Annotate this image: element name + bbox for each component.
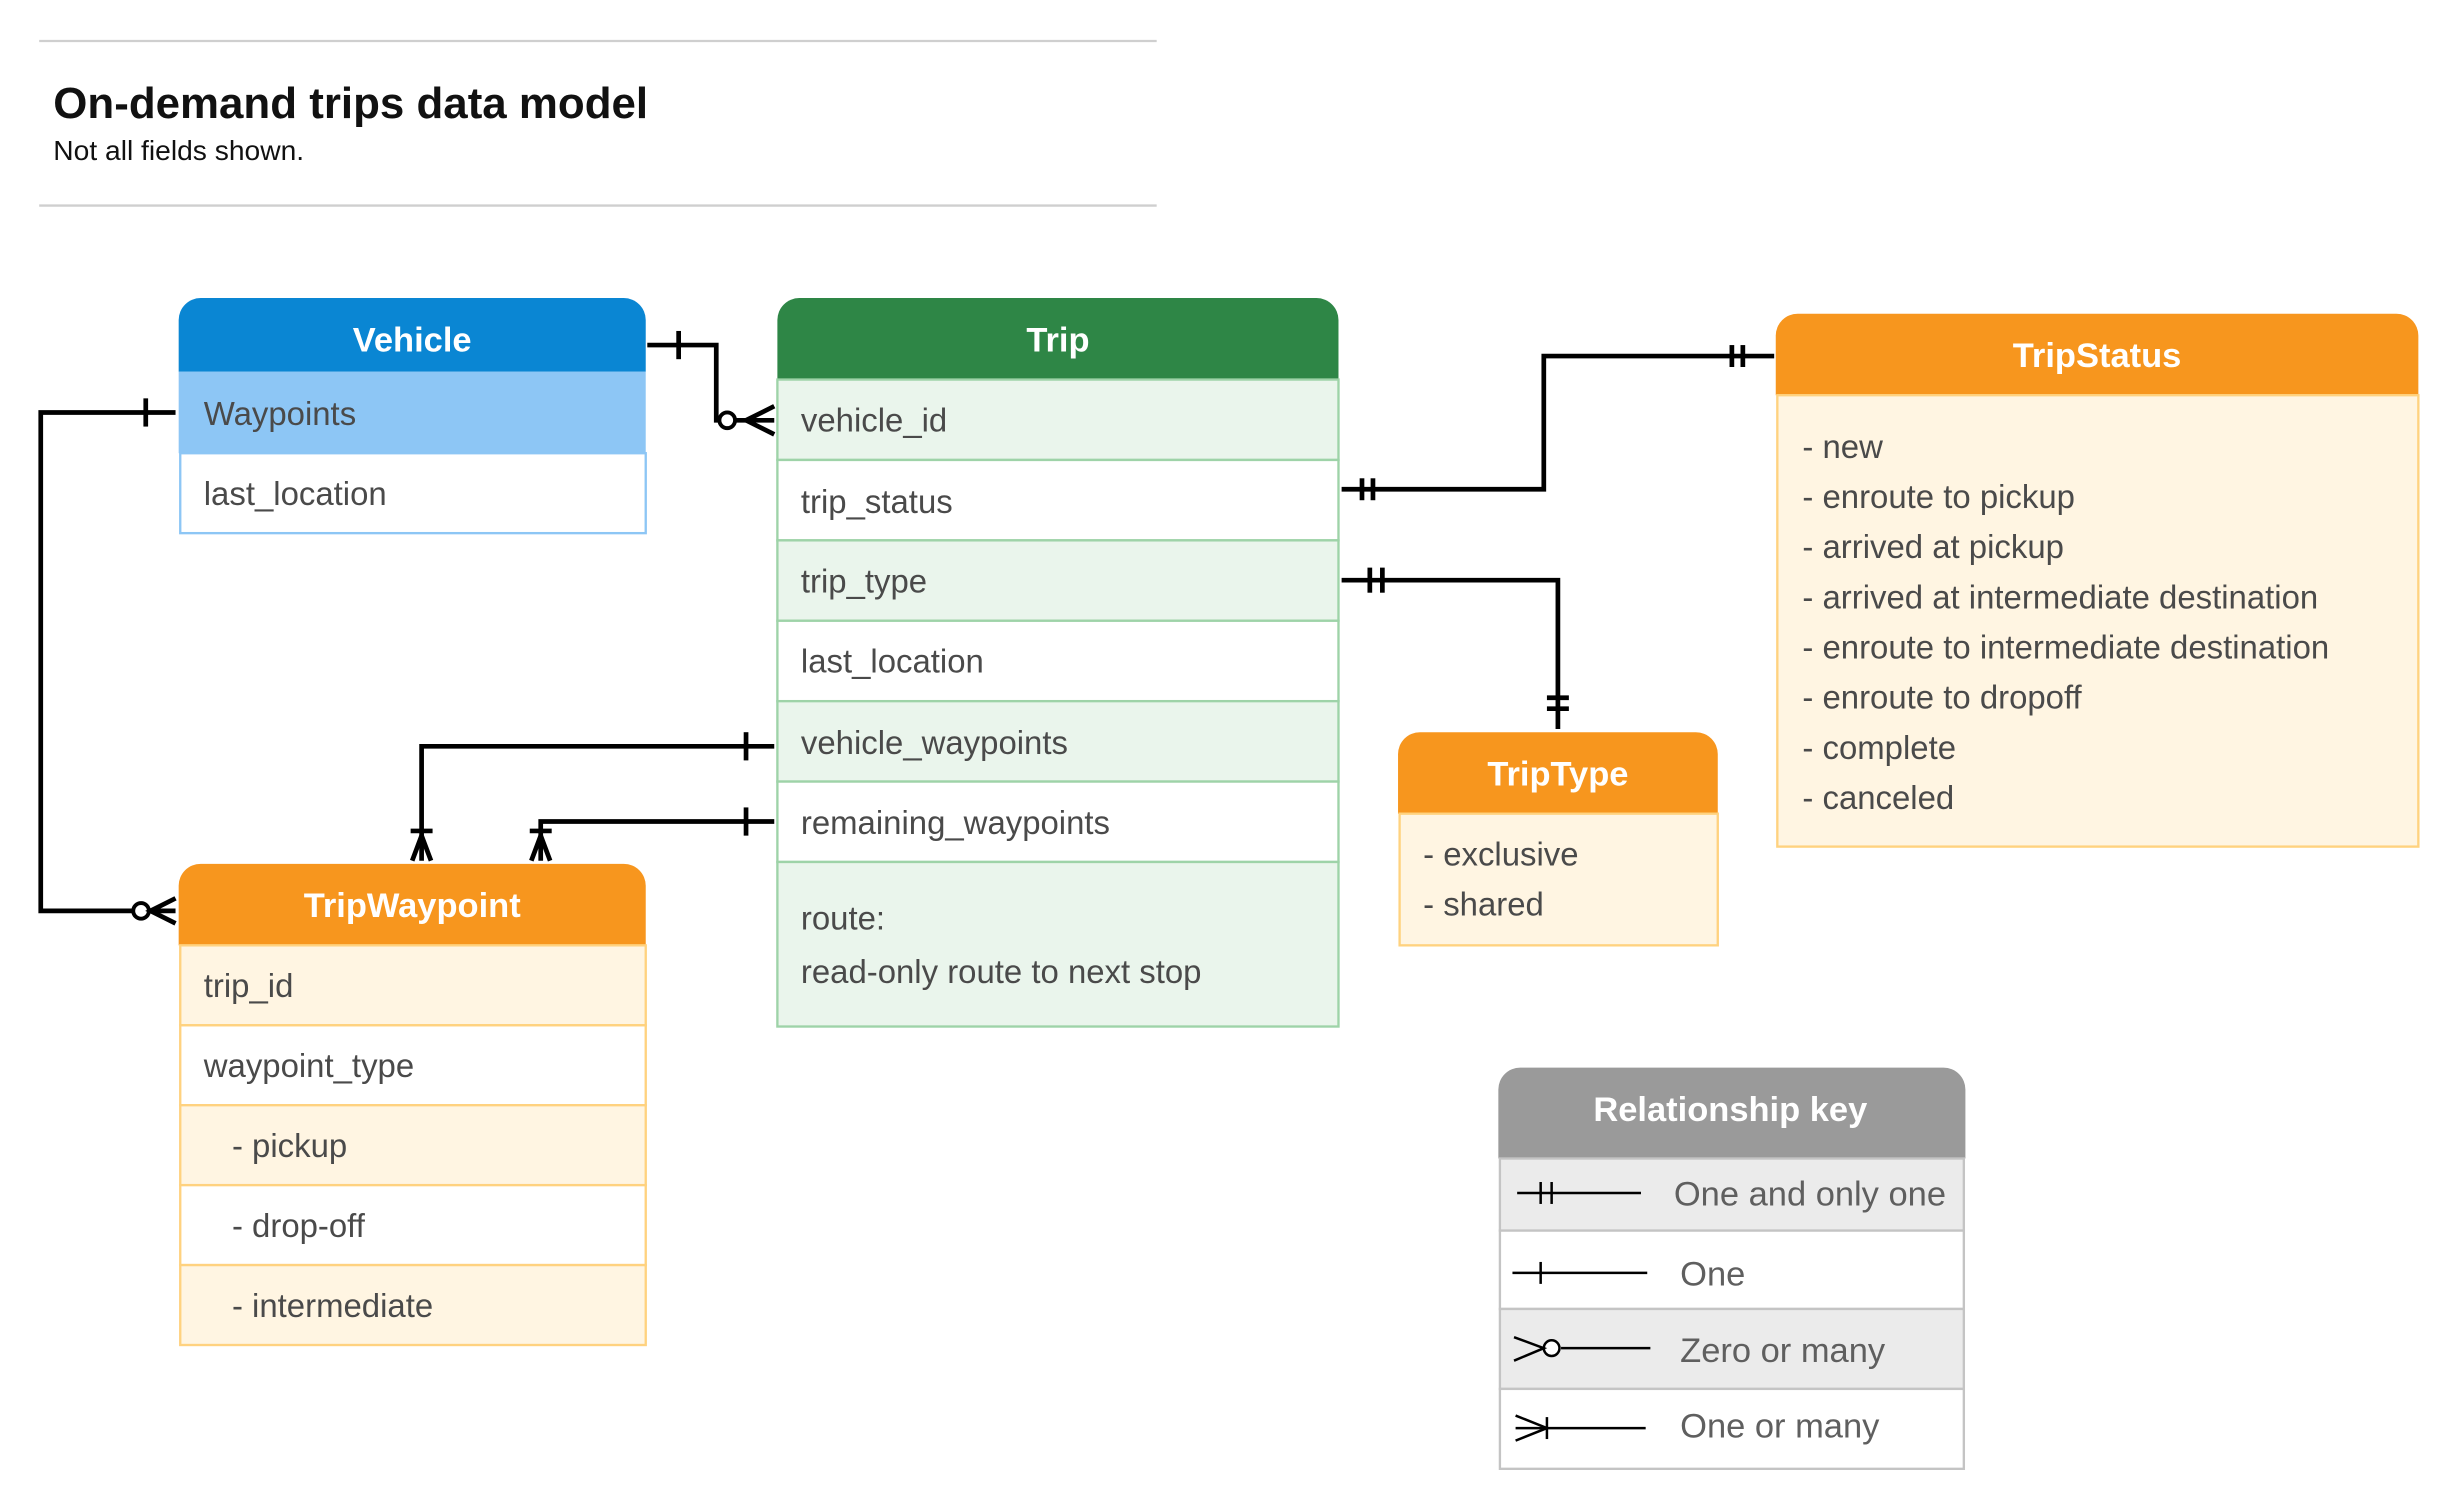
one-and-only-one-icon bbox=[1517, 1182, 1641, 1204]
trip-waypoint-field: - drop-off bbox=[232, 1207, 366, 1244]
vehicle-title: Vehicle bbox=[353, 321, 472, 359]
key-row bbox=[1498, 1387, 1966, 1471]
key-row bbox=[1498, 1157, 1966, 1232]
trip-waypoint-field: - intermediate bbox=[232, 1287, 433, 1324]
trip-waypoint-row bbox=[179, 1263, 647, 1347]
trip-waypoint-field: waypoint_type bbox=[203, 1047, 414, 1084]
connector-remaining-waypoints bbox=[529, 807, 775, 862]
vehicle-row bbox=[178, 371, 646, 454]
trip-waypoint-row bbox=[179, 1024, 647, 1107]
trip-status-value: - enroute to pickup bbox=[1802, 478, 2075, 515]
connector-trip-status bbox=[1341, 345, 1775, 501]
one-or-many-icon bbox=[1515, 1414, 1646, 1442]
key-title: Relationship key bbox=[1593, 1091, 1867, 1129]
trip-route-row bbox=[776, 860, 1340, 1028]
trip-waypoint-field: - pickup bbox=[232, 1127, 347, 1164]
vehicle-field: Waypoints bbox=[204, 395, 356, 432]
trip-field: vehicle_waypoints bbox=[801, 724, 1068, 761]
trip-type-body bbox=[1398, 812, 1719, 947]
trip-status-value: - enroute to intermediate destination bbox=[1802, 629, 2329, 666]
trip-type-title: TripType bbox=[1487, 755, 1628, 793]
trip-status-title: TripStatus bbox=[2013, 337, 2182, 375]
trip-status-value: - canceled bbox=[1802, 779, 1954, 816]
key-header bbox=[1498, 1067, 1966, 1159]
trip-row bbox=[776, 699, 1340, 783]
trip-field: remaining_waypoints bbox=[801, 804, 1110, 841]
page-subtitle: Not all fields shown. bbox=[53, 134, 304, 166]
trip-route-label: route: bbox=[801, 900, 885, 937]
trip-field: last_location bbox=[801, 643, 984, 680]
trip-field: trip_status bbox=[801, 483, 953, 520]
key-label: One bbox=[1680, 1255, 1745, 1293]
connector-vehicle-waypoints-tripwaypoint bbox=[38, 398, 177, 926]
trip-type-header bbox=[1398, 732, 1718, 814]
trip-type-value: - exclusive bbox=[1423, 835, 1578, 872]
trip-route-desc: read-only route to next stop bbox=[801, 953, 1202, 990]
key-label: One or many bbox=[1680, 1407, 1880, 1445]
trip-status-body bbox=[1776, 394, 2420, 848]
vehicle-header bbox=[178, 298, 646, 372]
trip-waypoint-title: TripWaypoint bbox=[304, 887, 522, 925]
vehicle-field: last_location bbox=[204, 475, 387, 512]
trip-waypoint-header bbox=[178, 863, 646, 946]
trip-row bbox=[776, 539, 1340, 622]
trip-status-value: - arrived at intermediate destination bbox=[1802, 578, 2318, 615]
entity-trip-status: TripStatus - new - enroute to pickup - a… bbox=[1775, 313, 2420, 848]
trip-status-value: - new bbox=[1802, 428, 1883, 465]
trip-row bbox=[776, 378, 1340, 462]
trip-type-value: - shared bbox=[1423, 886, 1544, 923]
entity-trip-type: TripType - exclusive - shared bbox=[1398, 732, 1719, 947]
connector-vehicle-trip bbox=[647, 330, 776, 437]
relationship-key: Relationship key One and only one One Ze… bbox=[1498, 1067, 1966, 1471]
one-icon bbox=[1512, 1261, 1648, 1284]
trip-status-header bbox=[1775, 313, 2419, 396]
trip-title: Trip bbox=[1026, 321, 1089, 359]
trip-header bbox=[777, 298, 1339, 380]
vehicle-row bbox=[179, 452, 647, 535]
connector-vehicle-waypoints bbox=[410, 732, 775, 862]
trip-row bbox=[776, 458, 1340, 542]
zero-or-many-icon bbox=[1513, 1335, 1651, 1362]
trip-waypoint-row bbox=[179, 1104, 647, 1187]
trip-waypoint-field: trip_id bbox=[204, 967, 294, 1004]
trip-waypoint-row bbox=[179, 1183, 647, 1267]
entity-vehicle: Vehicle Waypoints last_location bbox=[178, 298, 647, 535]
trip-row bbox=[776, 780, 1340, 864]
trip-field: vehicle_id bbox=[801, 401, 947, 438]
trip-status-value: - complete bbox=[1802, 729, 1956, 766]
trip-field: trip_type bbox=[801, 563, 927, 600]
key-label: Zero or many bbox=[1680, 1332, 1886, 1370]
page-title: On-demand trips data model bbox=[53, 79, 648, 128]
trip-row bbox=[776, 619, 1340, 703]
trip-status-value: - enroute to dropoff bbox=[1802, 679, 2082, 716]
key-row bbox=[1498, 1229, 1966, 1311]
trip-status-value: - arrived at pickup bbox=[1802, 528, 2064, 565]
entity-trip: Trip vehicle_id trip_status trip_type la… bbox=[776, 298, 1340, 1028]
connector-trip-type bbox=[1341, 567, 1569, 730]
trip-waypoint-row bbox=[179, 944, 647, 1027]
key-label: One and only one bbox=[1674, 1176, 1946, 1214]
entity-trip-waypoint: TripWaypoint trip_id waypoint_type - pic… bbox=[178, 863, 647, 1347]
